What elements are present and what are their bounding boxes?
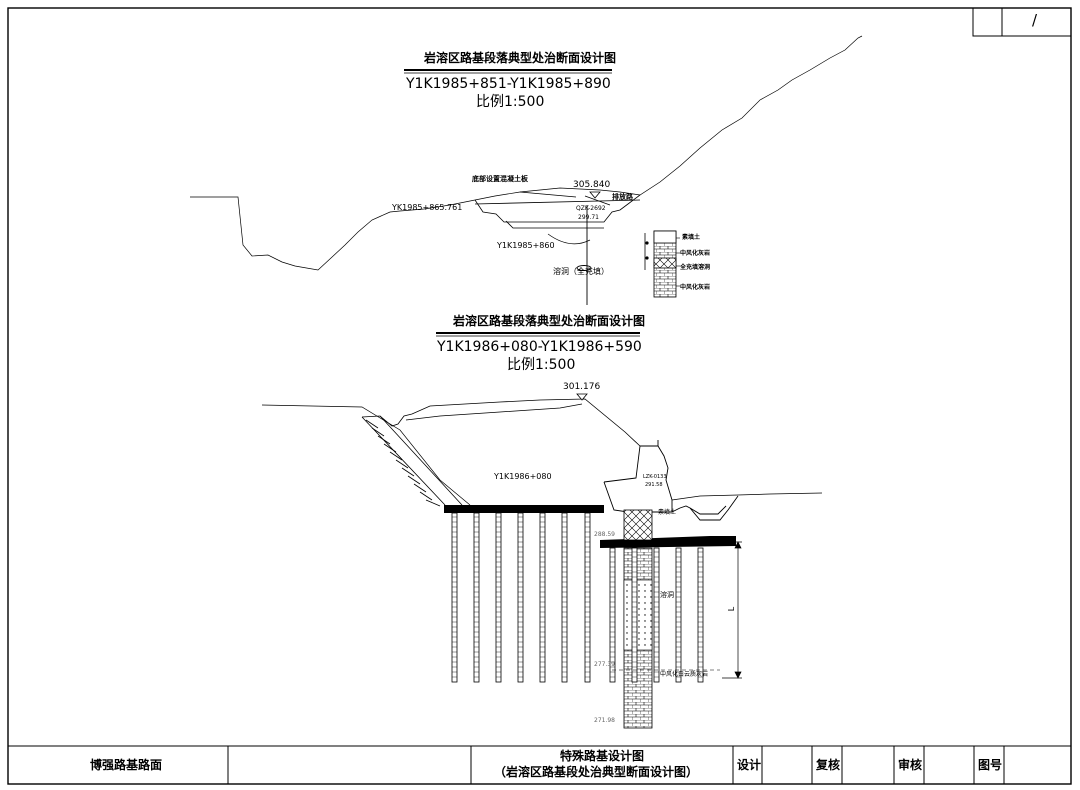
section1-legend-1: 素填土 [682,234,701,241]
section2-length-label: L [727,606,737,612]
section1-borehole-label: QZK-2692 [576,205,606,212]
pile-10 [653,547,660,683]
section1-range: Y1K1985+851-Y1K1985+890 [406,76,611,92]
section2-borehole-elev: 291.58 [645,482,663,488]
title-block-drawing-no: 图号 [978,758,1003,772]
section1-borehole [576,205,592,305]
page-number-box [972,7,1072,37]
section2-range: Y1K1986+080-Y1K1986+590 [437,339,642,355]
pile-2 [473,512,480,683]
section1-cave-outline [547,233,591,245]
section2-embankment [361,398,641,507]
section2-elev-lower: 277.39 [594,661,615,668]
section1-scale: 比例1:500 [476,94,545,110]
section1-elevation-marker [589,191,601,199]
section2-cave-label: 溶洞 [660,591,674,599]
section2-piles [451,512,704,683]
section2-ground-line [261,404,471,506]
section2-title-underline [436,332,640,337]
section2-retaining-wall [603,440,739,521]
section1-legend-2: 中风化灰岩 [680,250,711,257]
section1-center-station: Y1K1985+860 [497,241,555,250]
pile-11 [675,547,682,683]
section2-pile-cap-left [444,505,604,513]
pile-12 [697,547,704,683]
title-block-left-label: 博强路基路面 [90,758,163,772]
section1-ground-line [190,35,863,271]
pile-6 [561,512,568,683]
section1-label-drain: 排放路 [612,192,633,201]
title-block-title-line1: 特殊路基设计图 [560,749,645,763]
section1-depth-label: 299.71 [578,214,599,221]
section1-label-slab: 底部设置混凝土板 [472,174,528,183]
pile-8 [609,547,616,683]
section2-elevation-marker [576,393,588,401]
title-block-review: 复核 [816,758,841,772]
sheet-border [7,7,1072,785]
section2-station: Y1K1986+080 [494,472,552,481]
section2-cave-zone [623,579,653,651]
section1-left-station: YK1985+865.761 [392,203,463,212]
section2-title: 岩溶区路基段落典型处治断面设计图 [453,314,646,328]
pile-7 [584,512,591,683]
section1-title: 岩溶区路基段落典型处治断面设计图 [424,51,617,65]
page-number: / [1032,11,1038,29]
title-block-approve: 审核 [898,758,923,772]
section2-ground-line-right [671,492,823,501]
section1-legend-column [644,230,680,298]
section2-rock-label: 中风化白云质灰岩 [660,671,709,678]
title-block-design: 设计 [737,758,762,772]
title-block-title-line2: （岩溶区路基段处治典型断面设计图） [494,765,699,779]
section2-elevation: 301.176 [563,382,601,392]
section2-scale: 比例1:500 [507,357,576,373]
pile-3 [495,512,502,683]
section2-borehole-label: LZK-0133 [643,474,667,480]
title-block [8,745,1071,784]
section2-elev-bottom: 271.98 [594,717,615,724]
section1-roadbed [474,191,641,229]
pile-5 [539,512,546,683]
section2-elev-upper: 288.59 [594,531,615,538]
section2-fill-column [623,509,653,541]
section2-dimension-L [722,541,742,679]
pile-1 [451,512,458,683]
section2-fill-label: 素填土 [658,509,677,516]
pile-9 [631,547,638,683]
section1-title-underline [404,69,612,74]
section1-cave-label: 溶洞（全充填） [553,267,609,276]
section2-pile-cap-right [600,536,736,548]
section1-elevation: 305.840 [573,180,611,190]
section1-legend-3: 全充填溶洞 [680,264,711,271]
pile-4 [517,512,524,683]
section1-legend-4: 中风化灰岩 [680,284,711,291]
